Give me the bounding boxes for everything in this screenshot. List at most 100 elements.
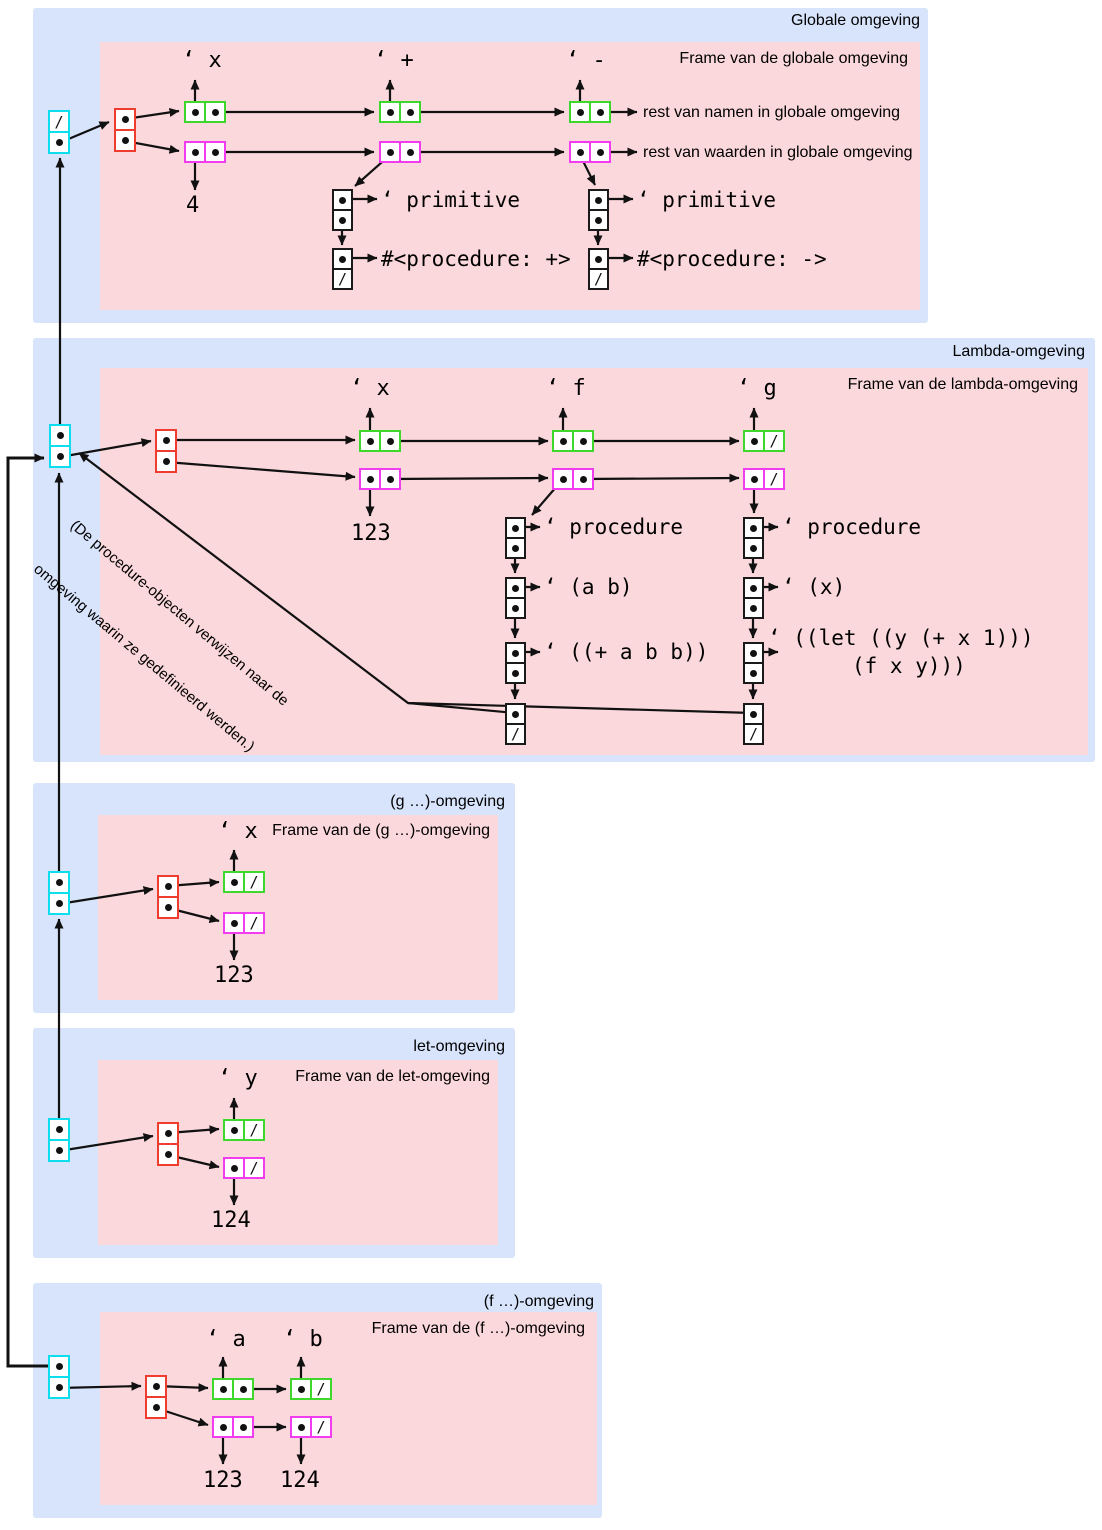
cdr-cell: /	[507, 723, 524, 743]
names-cell	[157, 431, 175, 450]
pointer-dot	[230, 1126, 238, 1134]
frame-cell	[50, 892, 68, 913]
pointer-dot	[339, 216, 346, 224]
pointer-dot	[406, 148, 414, 156]
pointer-dot	[230, 919, 238, 927]
f-var-a-label: ‘ a	[206, 1327, 246, 1352]
pointer-dot	[595, 216, 602, 224]
cdr-cell	[232, 1380, 252, 1398]
car-cell	[745, 705, 762, 723]
minus-proc-pair-1	[588, 189, 609, 231]
values-cell	[157, 450, 175, 471]
parent-cell	[51, 426, 69, 445]
cdr-cell: /	[763, 432, 783, 450]
g-var-x-label: ‘ x	[218, 819, 258, 844]
pointer-dot	[386, 148, 394, 156]
pointer-dot	[164, 883, 172, 890]
values-pair-x	[184, 141, 226, 163]
plus-tag-text: ‘ primitive	[381, 188, 521, 212]
frame-cell	[51, 445, 69, 466]
let-env-pointer-box	[48, 1118, 70, 1162]
cdr-cell	[589, 143, 609, 161]
f-frame-panel	[100, 1312, 597, 1505]
null-slash: /	[249, 1121, 259, 1139]
cdr-cell: /	[243, 914, 263, 932]
pointer-dot	[297, 1385, 305, 1393]
null-slash: /	[769, 470, 779, 488]
parent-cell: /	[50, 112, 68, 131]
f-values-pair-a	[212, 1416, 254, 1438]
pointer-dot	[750, 649, 757, 657]
car-cell	[186, 143, 204, 161]
car-cell	[214, 1418, 232, 1436]
car-cell	[745, 644, 762, 662]
names-cell	[116, 110, 134, 129]
cdr-cell	[572, 470, 592, 488]
f-frame-label: Frame van de (f …)-omgeving	[371, 1320, 585, 1337]
car-cell	[225, 914, 243, 932]
values-cell	[159, 896, 177, 917]
pointer-dot	[559, 475, 567, 483]
pointer-dot	[595, 255, 602, 263]
f-a-value: 123	[203, 1468, 243, 1493]
pointer-dot	[211, 148, 219, 156]
pointer-dot	[512, 544, 519, 552]
f-params-text: ‘ (a b)	[544, 575, 633, 599]
global-frame-panel	[100, 42, 920, 310]
pointer-dot	[386, 108, 394, 116]
pointer-dot	[512, 524, 519, 532]
car-cell	[745, 579, 762, 597]
f-env-title: (f …)-omgeving	[483, 1293, 594, 1310]
plus-proc-text: #<procedure: +>	[381, 247, 571, 271]
g-params-text: ‘ (x)	[782, 575, 846, 599]
cdr-cell	[379, 470, 399, 488]
values-pair-minus	[569, 141, 611, 163]
car-cell	[186, 103, 204, 121]
pointer-dot	[55, 1147, 63, 1154]
g-frame-label: Frame van de (g …)-omgeving	[272, 822, 490, 839]
frame-cell	[50, 131, 68, 152]
f-body-text: ‘ ((+ a b b))	[544, 640, 709, 664]
pointer-dot	[230, 1164, 238, 1172]
values-pair-plus	[379, 141, 421, 163]
pointer-dot	[55, 1384, 63, 1391]
f-b-value: 124	[280, 1468, 320, 1493]
null-slash: /	[510, 725, 521, 743]
cdr-cell	[745, 662, 762, 682]
pointer-dot	[750, 604, 757, 612]
pointer-dot	[596, 148, 604, 156]
global-var-minus-label: ‘ -	[566, 48, 606, 73]
cdr-cell	[399, 143, 419, 161]
cdr-cell: /	[763, 470, 783, 488]
names-pair-x	[184, 101, 226, 123]
car-cell	[745, 519, 762, 537]
car-cell	[554, 470, 572, 488]
pointer-dot	[386, 437, 394, 445]
cdr-cell: /	[590, 268, 607, 288]
lambda-names-pair-x	[359, 430, 401, 452]
f-proc-pair-2	[505, 577, 526, 619]
car-cell	[225, 1121, 243, 1139]
global-env-pointer-box: /	[48, 110, 70, 154]
pointer-dot	[191, 148, 199, 156]
names-cell	[159, 1124, 177, 1143]
car-cell	[507, 579, 524, 597]
car-cell	[334, 250, 351, 268]
minus-tag-text: ‘ primitive	[637, 188, 777, 212]
pointer-dot	[239, 1423, 247, 1431]
pointer-dot	[750, 437, 758, 445]
g-proc-pair-2	[743, 577, 764, 619]
g-proc-pair-1	[743, 517, 764, 559]
car-cell	[507, 644, 524, 662]
car-cell	[507, 519, 524, 537]
pointer-dot	[512, 604, 519, 612]
pointer-dot	[230, 878, 238, 886]
let-frame-box	[157, 1122, 179, 1166]
g-env-pointer-box	[48, 871, 70, 915]
car-cell	[554, 432, 572, 450]
let-var-y-label: ‘ y	[218, 1066, 258, 1091]
car-cell	[214, 1380, 232, 1398]
rest-names-label: rest van namen in globale omgeving	[643, 104, 901, 121]
pointer-dot	[366, 437, 374, 445]
pointer-dot	[750, 524, 757, 532]
